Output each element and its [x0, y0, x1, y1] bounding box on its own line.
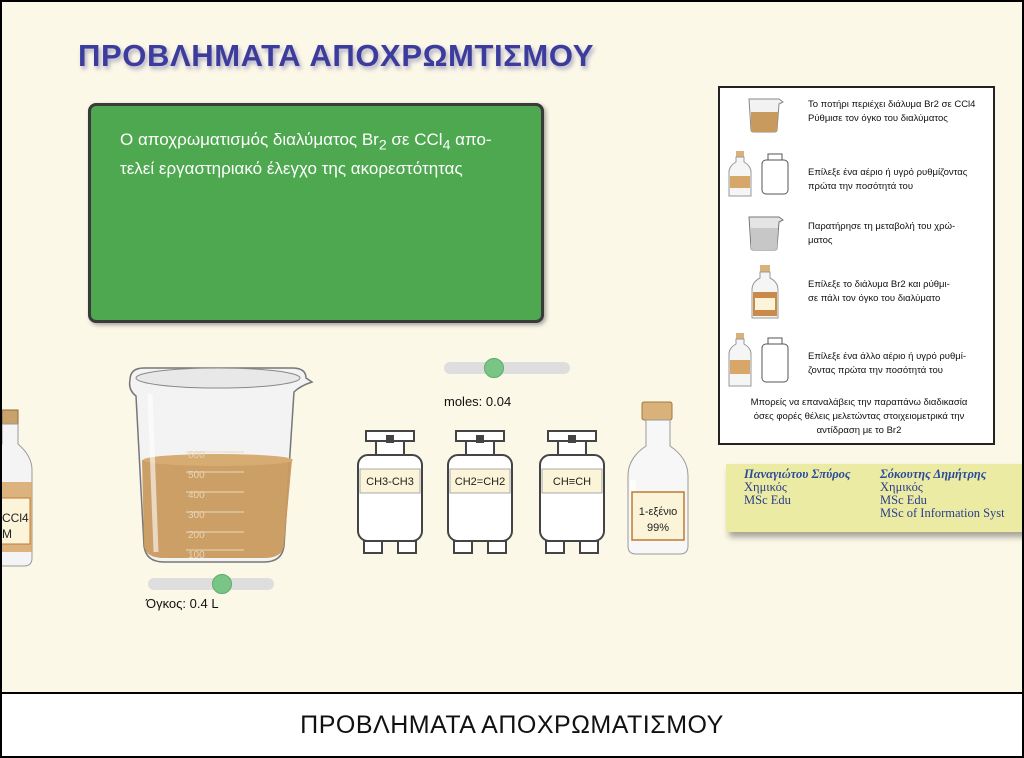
grey-beaker-icon [748, 216, 784, 251]
br2-bottle-icon [751, 265, 779, 319]
ccl4-bottle[interactable] [2, 408, 34, 568]
page-title: ΠΡΟΒΛΗΜΑΤΑ ΑΠΟΧΡΩΜΤΙΣΜΟΥ [78, 38, 594, 73]
ethene-cylinder[interactable] [444, 429, 516, 557]
footer-title: ΠΡΟΒΛΗΜΑΤΑ ΑΠΟΧΡΩΜΑΤΙΣΜΟΥ [2, 694, 1022, 756]
beaker-scale: 600 500 400 300 200 100 [188, 450, 205, 561]
instruction-step-3: Παρατήρησε τη μεταβολή του χρώ- ματος [808, 221, 956, 246]
ethyne-cylinder[interactable] [536, 429, 608, 557]
instruction-step-1: Το ποτήρι περιέχει διάλυμα Br2 σε CCl4 Ρ… [808, 99, 976, 124]
beaker-icon [748, 98, 784, 133]
moles-label: moles: 0.04 [444, 394, 512, 409]
ethane-label: CH3-CH3 [366, 476, 414, 488]
simulation-canvas: ΠΡΟΒΛΗΜΑΤΑ ΑΠΟΧΡΩΜΤΙΣΜΟΥ Ο αποχρωματισμό… [2, 2, 1022, 692]
volume-label: Όγκος: 0.4 L [146, 596, 219, 611]
instruction-final: Μπορείς να επαναλάβεις την παραπάνω διαδ… [750, 397, 968, 436]
info-text-line2: τελεί εργαστηριακό έλεγχο της ακορεστότη… [120, 159, 463, 179]
moles-slider[interactable] [444, 358, 570, 378]
instructions-panel: Το ποτήρι περιέχει διάλυμα Br2 σε CCl4 Ρ… [718, 86, 995, 445]
author-2: Σόκουτης Δημήτρης Χημικός MSc Edu MSc of… [880, 467, 1005, 520]
info-panel: Ο αποχρωματισμός διαλύματος Br2 σε CCl4 … [88, 103, 544, 323]
volume-slider-thumb[interactable] [212, 574, 232, 594]
info-text-line1: Ο αποχρωματισμός διαλύματος Br2 σε CCl4 … [120, 130, 492, 154]
beaker [128, 367, 314, 563]
instruction-step-2: Επίλεξε ένα αέριο ή υγρό ρυθμίζοντας πρώ… [808, 167, 968, 192]
hexene-label: 1-εξένιο 99% [638, 506, 678, 534]
instruction-step-4: Επίλεξε το διάλυμα Br2 και ρύθμι- σε πάλ… [808, 279, 950, 304]
ethane-cylinder[interactable] [354, 429, 426, 557]
ethene-label: CH2=CH2 [454, 476, 506, 488]
authors-card: Παναγιώτου Σπύρος Χημικός MSc Edu Σόκουτ… [726, 464, 1022, 532]
ethyne-label: CH≡CH [552, 476, 592, 488]
hexene-bottle[interactable] [624, 400, 692, 558]
bottle-and-cylinder-icon-2 [728, 333, 789, 387]
instruction-step-5: Επίλεξε ένα άλλο αέριο ή υγρό ρυθμί- ζον… [808, 351, 966, 376]
bottle-and-cylinder-icon [728, 151, 789, 197]
volume-slider[interactable] [148, 574, 274, 594]
moles-slider-thumb[interactable] [484, 358, 504, 378]
author-1: Παναγιώτου Σπύρος Χημικός MSc Edu [744, 467, 851, 507]
ccl4-bottle-label: CCl4 M [2, 511, 29, 541]
